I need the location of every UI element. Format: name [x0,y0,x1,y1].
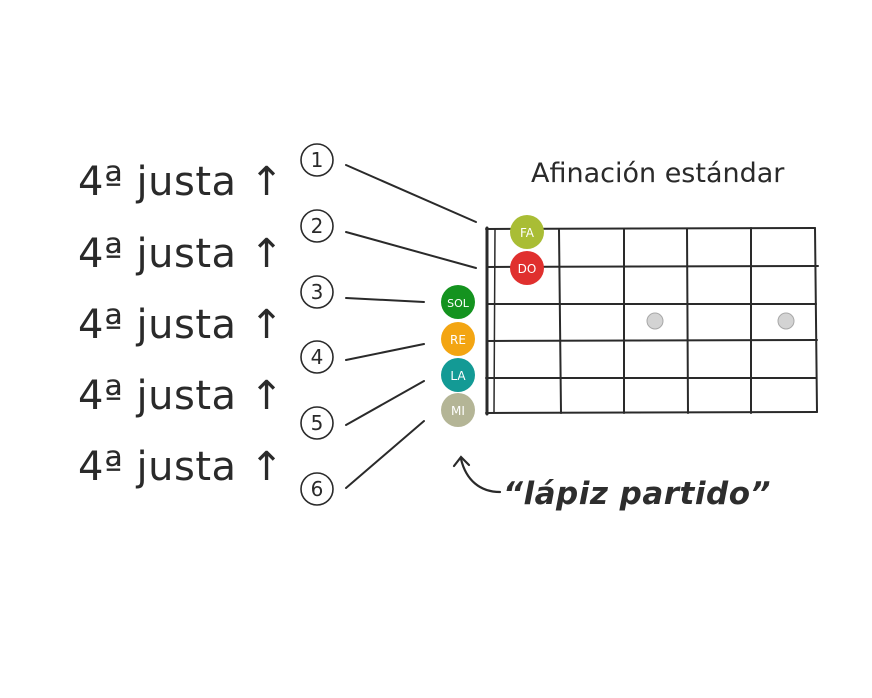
string-number: 4 [311,345,324,369]
connector-line [345,343,425,361]
note-dot-la [441,358,475,392]
note-label: FA [520,226,535,240]
note-label: LA [450,369,466,383]
note-dot-do [510,251,544,285]
note-label: MI [451,404,465,418]
curved-arrow-icon [452,455,502,494]
connector-lines [345,164,477,489]
string-line [486,339,818,342]
note-label: DO [518,262,537,276]
arrow-curve [459,457,502,494]
string-number: 3 [311,280,324,304]
note-dot-fa [510,215,544,249]
fret-marker-dot [777,312,795,330]
fret-markers [646,312,795,330]
string-number-circle [300,209,334,243]
note-label: SOL [447,297,470,310]
note-dots [441,215,544,427]
interval-label: 4ª justa ↑ [78,373,284,419]
string-number: 1 [311,148,324,172]
connector-line [345,231,477,269]
caption-text: “lápiz partido” [503,476,771,512]
string-numbers [300,143,334,506]
interval-label: 4ª justa ↑ [78,231,284,277]
string-number-circle [300,143,334,177]
fret-line [686,228,689,414]
interval-label: 4ª justa ↑ [78,302,284,348]
string-number-circle [300,406,334,440]
interval-label: 4ª justa ↑ [78,444,284,490]
string-number: 2 [311,214,324,238]
fret-line [814,227,818,413]
string-number-circle [300,340,334,374]
note-dot-sol [441,285,475,319]
fret-marker-dot [646,312,664,330]
string-number-circle [300,275,334,309]
connector-line [345,164,477,223]
arrow-head [452,455,471,468]
string-line [485,411,818,414]
connector-line [345,380,425,426]
connector-line [345,297,425,303]
connector-line [345,420,425,489]
note-dot-mi [441,393,475,427]
string-number: 6 [311,477,324,501]
string-number: 5 [311,411,324,435]
string-number-circle [300,472,334,506]
nut-line [493,228,496,414]
diagram-title: Afinación estándar [531,158,785,189]
interval-label: 4ª justa ↑ [78,159,284,205]
fret-line [558,229,562,414]
note-label: RE [450,333,466,347]
note-dot-re [441,322,475,356]
